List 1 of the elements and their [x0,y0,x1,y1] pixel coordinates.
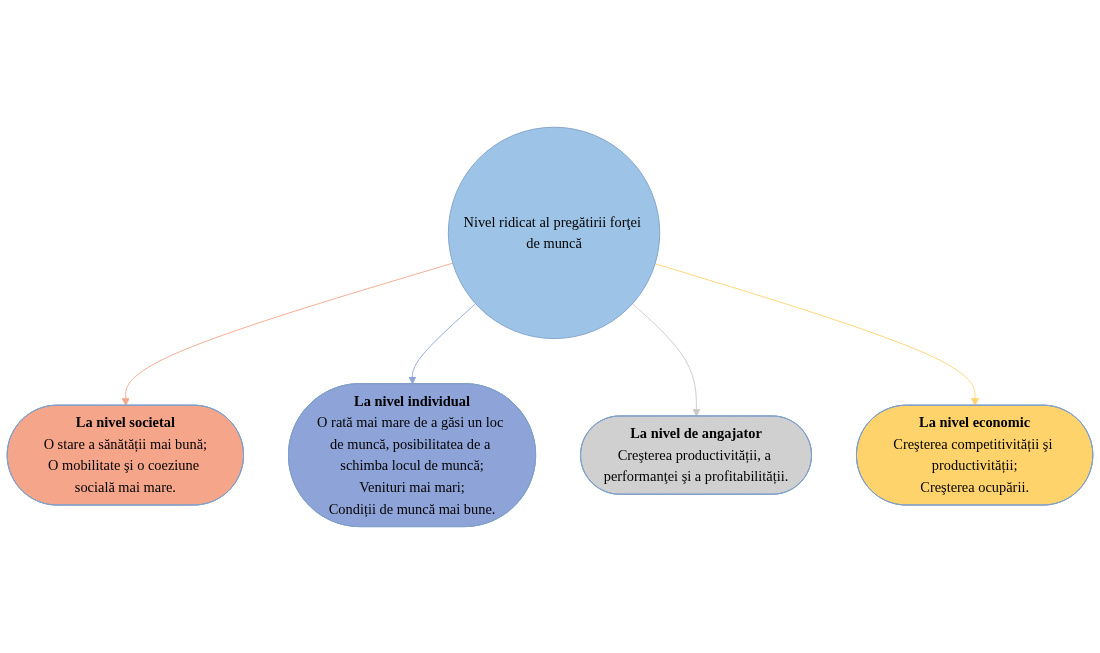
node-circle: Nivel ridicat al pregătirii forţei de muncă [447,126,661,339]
